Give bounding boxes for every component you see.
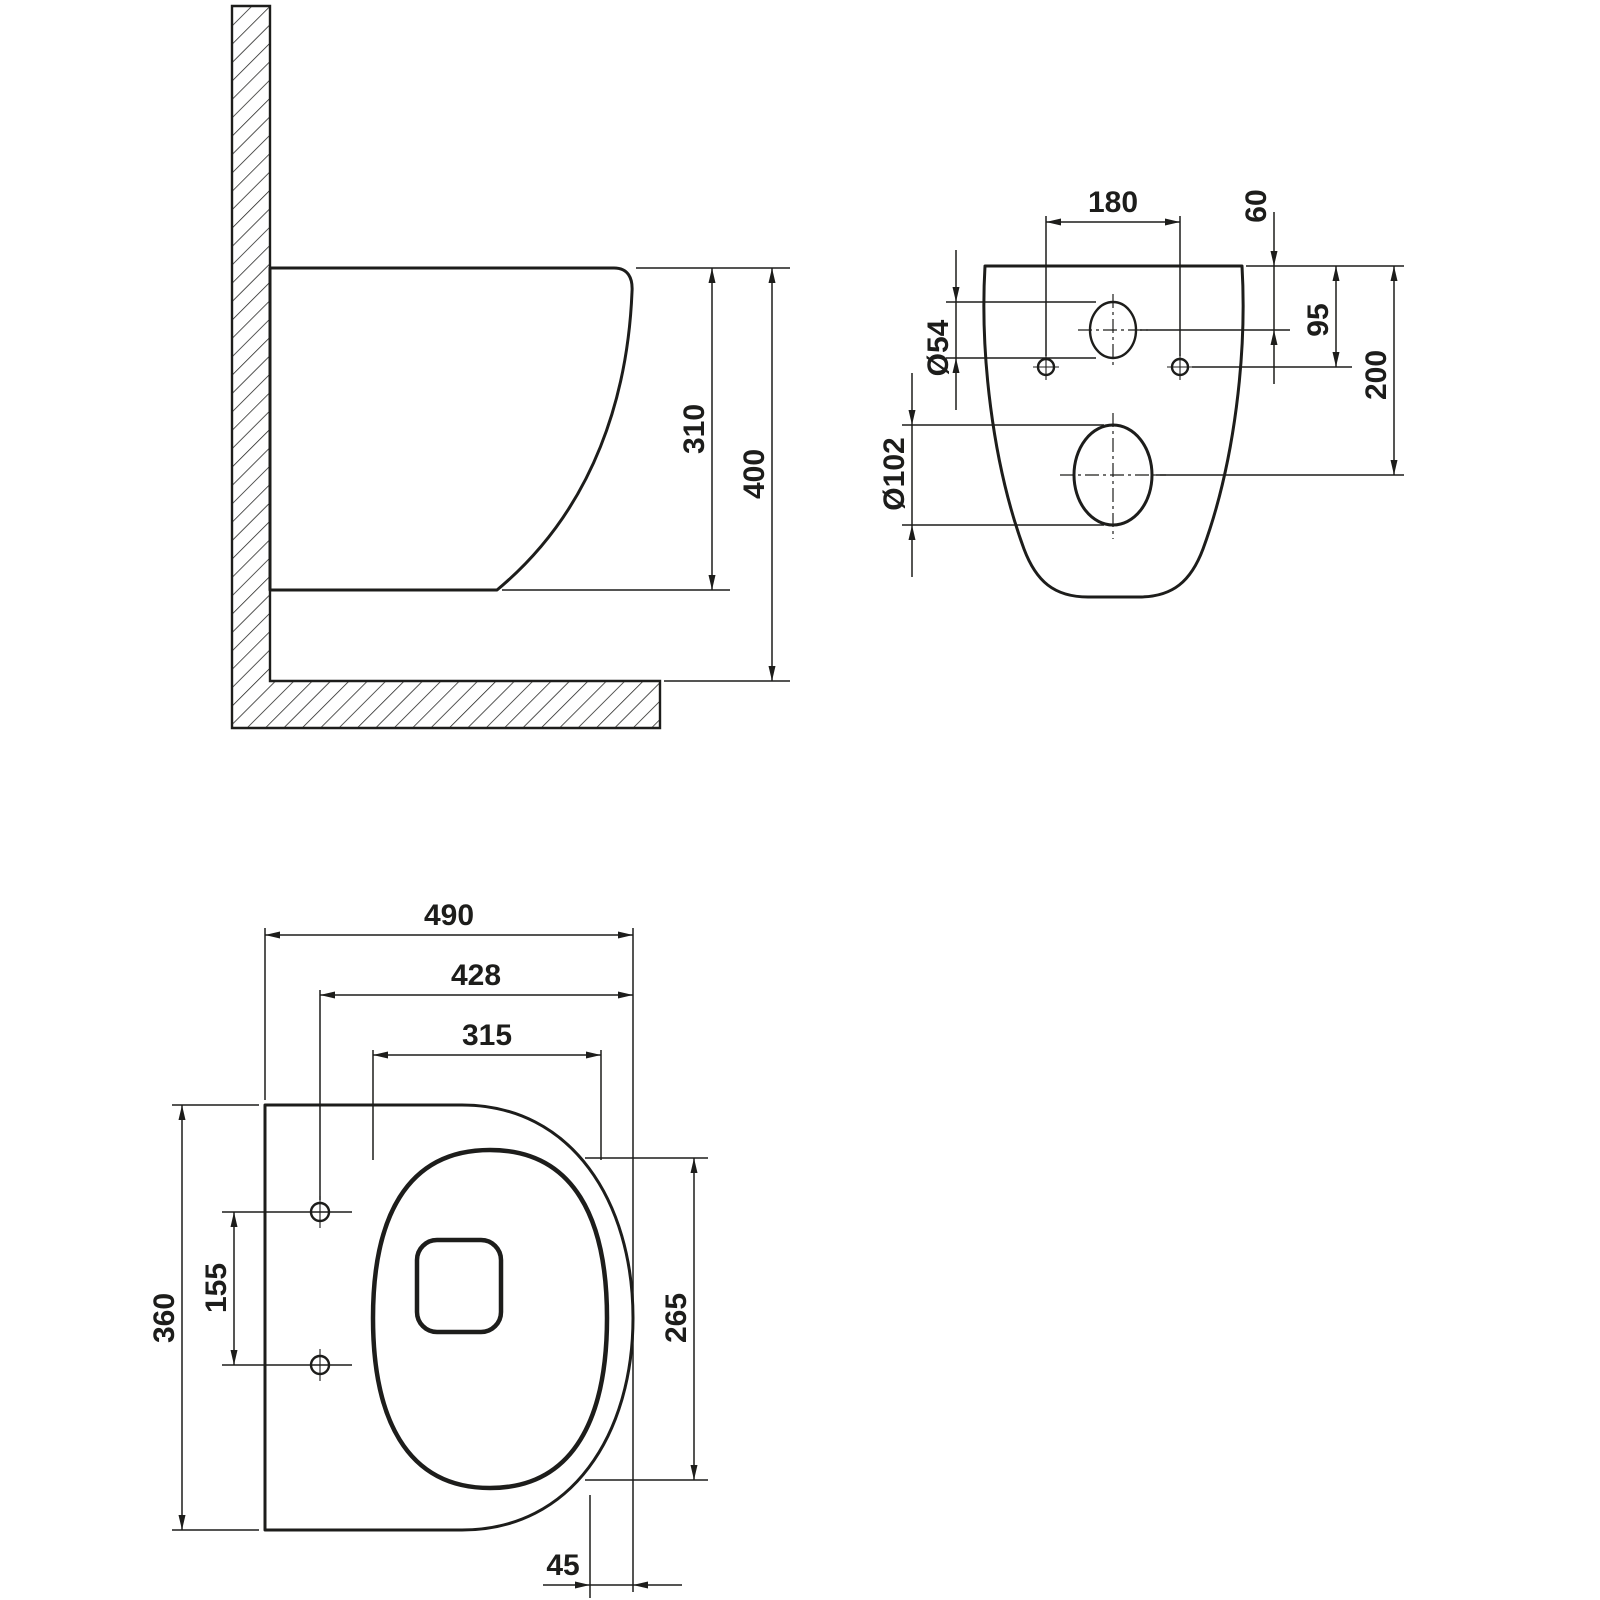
wall-floor-section — [230, 4, 662, 730]
inlet-centerline — [1078, 294, 1148, 368]
drain-centerline — [1060, 413, 1166, 539]
dim-front-offset: 45 — [546, 1549, 579, 1582]
dim-bolt-to-front: 428 — [451, 959, 501, 992]
dim-bolt-offset: 95 — [1302, 303, 1335, 336]
bowl-rim — [370, 1147, 610, 1491]
drain-hole — [414, 1237, 504, 1335]
dim-total-height: 400 — [738, 449, 771, 499]
extension-line — [946, 301, 1096, 359]
dim-bowl-width: 265 — [660, 1293, 693, 1343]
dim-total-depth: 490 — [424, 899, 474, 932]
dim-bolt-spacing-plan: 155 — [200, 1263, 233, 1313]
dim-inlet-offset: 60 — [1240, 189, 1273, 222]
dim-inlet-diameter: Ø54 — [922, 319, 955, 376]
extension-line — [902, 424, 1104, 526]
extension-line — [222, 1211, 352, 1366]
dim-drain-offset: 200 — [1360, 350, 1393, 400]
dim-drain-diameter: Ø102 — [878, 437, 911, 510]
plan-view: 490 428 315 360 155 265 45 — [148, 899, 708, 1598]
rear-view: 180 60 95 200 Ø54 Ø102 — [878, 186, 1404, 599]
extension-line — [585, 1157, 708, 1481]
dim-total-width: 360 — [148, 1293, 181, 1343]
extension-line — [172, 1104, 259, 1531]
dim-bolt-spacing: 180 — [1088, 186, 1138, 219]
dim-bowl-length: 315 — [462, 1019, 512, 1052]
dim-bowl-height: 310 — [678, 404, 711, 454]
fixing-hole-right-cross — [1167, 354, 1193, 380]
toilet-side-profile — [268, 266, 634, 592]
side-view: 310 400 — [230, 4, 790, 730]
